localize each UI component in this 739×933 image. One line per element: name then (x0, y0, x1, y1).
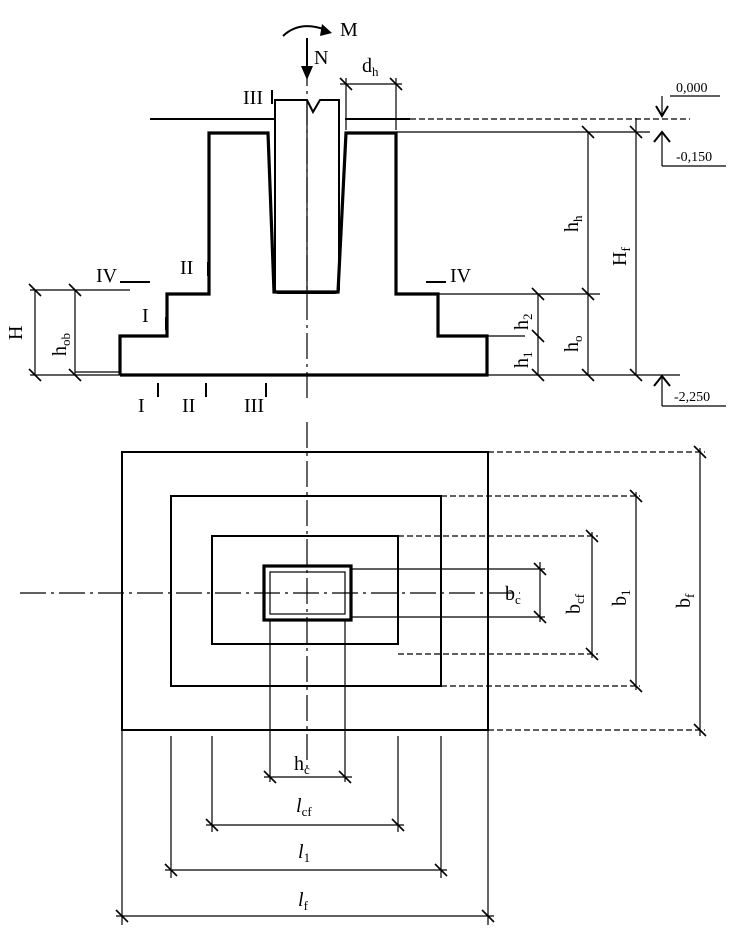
label-lcf: lcf (296, 795, 312, 819)
elevation-ground: 0,000 (676, 81, 708, 96)
label-lf: lf (298, 889, 309, 913)
elevation-view: N M dh 0,000 -0,150 -2,250 III II I IV I… (5, 19, 726, 417)
label-h1: h1 (511, 352, 535, 369)
label-h2: h2 (511, 314, 535, 331)
plan-view: bf b1 bcf bc hc lcf l1 lf (20, 422, 707, 925)
label-M: M (340, 19, 358, 41)
label-Hf: Hf (609, 247, 633, 266)
label-hh: hh (561, 215, 585, 232)
label-l1: l1 (298, 841, 310, 865)
label-section-I-bottom: I (138, 395, 145, 417)
label-section-III-top: III (243, 87, 263, 109)
foundation-outline (118, 131, 489, 377)
label-bf: bf (673, 593, 697, 608)
label-dh: dh (362, 55, 379, 79)
moment-arrow (282, 25, 327, 37)
plan-glass (262, 564, 353, 622)
plan-column (269, 571, 346, 615)
column (274, 99, 340, 294)
label-hc: hc (294, 753, 310, 777)
label-section-II-bottom: II (182, 395, 195, 417)
label-b1: b1 (609, 590, 633, 607)
label-bcf: bcf (563, 593, 587, 614)
plan-outer-step (121, 451, 489, 731)
elevation-bottom: -2,250 (674, 390, 710, 405)
label-ho: ho (561, 336, 585, 353)
label-bc: bc (505, 583, 521, 607)
label-section-IV-right: IV (450, 265, 472, 287)
label-section-II-top: II (180, 257, 193, 279)
elevation-top: -0,150 (676, 150, 712, 165)
plan-middle-step (170, 495, 442, 687)
label-hob: hob (49, 333, 73, 356)
label-section-IV-left: IV (96, 265, 118, 287)
plan-undercolumn (211, 535, 399, 645)
label-section-III-bottom: III (244, 395, 264, 417)
label-H: H (5, 326, 27, 340)
label-N: N (314, 47, 328, 69)
label-section-I-top: I (142, 305, 149, 327)
